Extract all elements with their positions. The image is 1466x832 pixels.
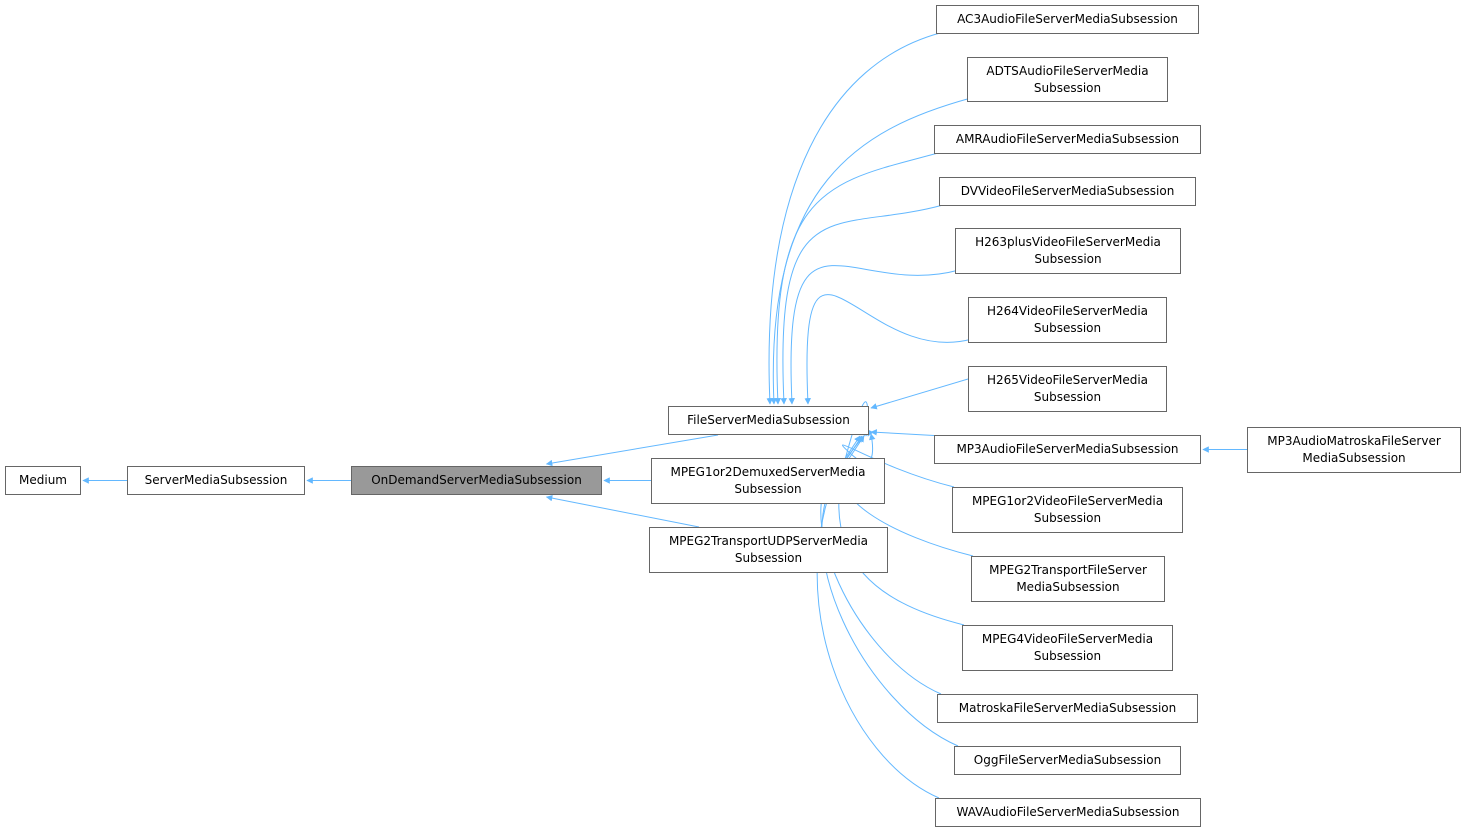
class-node-label: FileServerMediaSubsession [687, 413, 850, 427]
class-node-label: ServerMediaSubsession [144, 473, 288, 487]
inheritance-edge-mpeg2_transport_udp-to-on_demand [545, 494, 700, 528]
class-node-label: MPEG1or2VideoFileServerMedia [971, 494, 1164, 508]
class-node-medium[interactable]: Medium [5, 466, 81, 495]
class-node-label: DVVideoFileServerMediaSubsession [960, 184, 1175, 198]
class-node-label: MediaSubsession [1302, 451, 1406, 465]
class-node-label: MPEG4VideoFileServerMedia [981, 632, 1154, 646]
class-node-label: MP3AudioFileServerMediaSubsession [956, 442, 1179, 456]
class-node-file-server-media-subsession[interactable]: FileServerMediaSubsession [668, 406, 869, 435]
inheritance-edge-h264-to-file_server [804, 294, 973, 405]
class-node-label: MatroskaFileServerMediaSubsession [958, 701, 1177, 715]
class-node-matroska[interactable]: MatroskaFileServerMediaSubsession [937, 694, 1198, 723]
inheritance-edge-mpeg1or2_video-to-file_server [842, 433, 955, 488]
class-node-label: Medium [19, 473, 67, 487]
class-node-label: OggFileServerMediaSubsession [973, 753, 1162, 767]
class-node-label: H264VideoFileServerMedia [986, 304, 1149, 318]
class-node-label: Subsession [734, 482, 802, 496]
class-node-label: H265VideoFileServerMedia [986, 373, 1149, 387]
inheritance-edge-adts-to-file_server [770, 97, 972, 405]
class-node-label: WAVAudioFileServerMediaSubsession [956, 805, 1180, 819]
inheritance-edge-dv-to-file_server [780, 204, 944, 405]
class-node-label: MPEG2TransportFileServer [989, 563, 1147, 577]
class-node-server-media-subsession[interactable]: ServerMediaSubsession [127, 466, 305, 495]
inheritance-edge-amr-to-file_server [774, 152, 939, 405]
class-node-wav-audio[interactable]: WAVAudioFileServerMediaSubsession [935, 798, 1201, 827]
inheritance-edge-ac3-to-file_server [766, 32, 941, 405]
class-node-label: OnDemandServerMediaSubsession [371, 473, 582, 487]
class-node-label: Subsession [1033, 511, 1102, 525]
class-node-label: Subsession [1034, 252, 1102, 266]
class-node-label: Subsession [1033, 80, 1102, 95]
class-node-ac3-audio[interactable]: AC3AudioFileServerMediaSubsession [936, 5, 1199, 34]
class-node-label: Subsession [734, 551, 803, 565]
class-node-ogg[interactable]: OggFileServerMediaSubsession [954, 746, 1181, 775]
inheritance-edge-mp3-to-file_server [870, 429, 935, 436]
inheritance-edge-h265-to-file_server [870, 378, 969, 410]
class-node-label: Subsession [1033, 649, 1102, 663]
class-node-mp3-audio[interactable]: MP3AudioFileServerMediaSubsession [934, 435, 1201, 464]
inheritance-edge-file_server-to-on_demand [545, 434, 719, 467]
inheritance-edge-h263-to-file_server [788, 265, 960, 405]
class-node-amr-audio[interactable]: AMRAudioFileServerMediaSubsession [934, 125, 1201, 154]
class-node-dv-video[interactable]: DVVideoFileServerMediaSubsession [939, 177, 1196, 206]
class-node-label: MPEG2TransportUDPServerMedia [668, 534, 869, 548]
class-node-label: ADTSAudioFileServerMedia [986, 63, 1149, 78]
class-node-label: AC3AudioFileServerMediaSubsession [957, 12, 1178, 26]
class-node-label: Subsession [1033, 390, 1102, 404]
inheritance-edge-wav-to-file_server [816, 435, 940, 799]
class-node-label: Subsession [1033, 321, 1102, 335]
class-node-label: MediaSubsession [1016, 580, 1120, 594]
class-node-on-demand-server-media-subsession[interactable]: OnDemandServerMediaSubsession [351, 466, 602, 495]
class-node-label: AMRAudioFileServerMediaSubsession [955, 132, 1180, 146]
class-node-label: MP3AudioMatroskaFileServer [1267, 434, 1441, 448]
class-node-label: H263plusVideoFileServerMedia [975, 235, 1161, 249]
class-node-label: MPEG1or2DemuxedServerMedia [670, 465, 866, 479]
